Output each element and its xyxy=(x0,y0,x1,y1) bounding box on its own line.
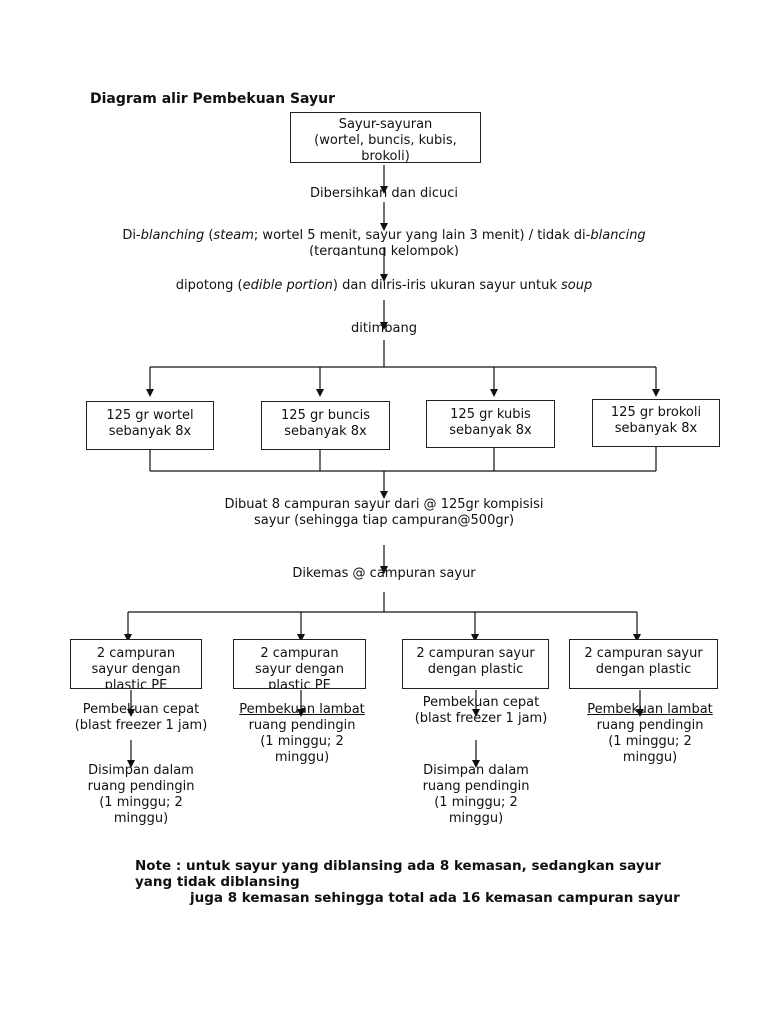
pack-box-pe-2: 2 campuran sayur dengan plastic PE xyxy=(233,639,366,689)
veg-box-wortel: 125 gr wortel sebanyak 8x xyxy=(86,401,214,450)
veg-box-line-1: 125 gr brokoli xyxy=(610,405,702,420)
veg-box-line-1: 125 gr wortel xyxy=(106,408,194,423)
diagram-title: Diagram alir Pembekuan Sayur xyxy=(90,91,336,107)
step-mix-line-2: sayur (sehingga tiap campuran@500gr) xyxy=(253,513,515,528)
pack-box-plastic-3: 2 campuran sayur dengan plastic xyxy=(402,639,549,689)
start-box-line-2: (wortel, buncis, kubis, xyxy=(314,133,457,148)
pack-box-line-2: sayur dengan xyxy=(254,662,345,677)
veg-box-kubis: 125 gr kubis sebanyak 8x xyxy=(426,400,555,448)
freeze-line-1: Pembekuan lambat xyxy=(239,702,365,717)
step-clean: Dibersihkan dan dicuci xyxy=(309,186,459,201)
step-blanch-line-2: (tergantung kelompok) xyxy=(309,244,459,256)
veg-box-line-2: sebanyak 8x xyxy=(108,424,192,439)
step-mix: Dibuat 8 campuran sayur dari @ 125gr kom… xyxy=(184,497,584,529)
freeze-fast-3: Pembekuan cepat (blast freezer 1 jam) xyxy=(396,695,566,727)
veg-box-line-1: 125 gr buncis xyxy=(281,408,370,423)
footnote-line-1: Note : untuk sayur yang diblansing ada 8… xyxy=(135,858,661,890)
pack-box-line-2: sayur dengan xyxy=(91,662,181,677)
pack-box-line-1: 2 campuran sayur xyxy=(584,646,703,661)
store-1: Disimpan dalam ruang pendingin (1 minggu… xyxy=(61,763,221,827)
pack-box-line-3: plastic PE xyxy=(104,678,168,689)
step-blanch-line-1: Di-blanching (steam; wortel 5 menit, say… xyxy=(84,228,684,244)
freeze-line-1: Pembekuan lambat xyxy=(587,702,713,717)
pack-box-line-3: plastic PE xyxy=(268,678,331,689)
cut-part-3: ) dan diiris-iris ukuran sayur untuk xyxy=(332,278,561,293)
pack-box-pe-1: 2 campuran sayur dengan plastic PE xyxy=(70,639,202,689)
freeze-line-3: (1 minggu; 2 xyxy=(260,734,344,749)
blanch-part-3: ( xyxy=(204,228,214,243)
store-3: Disimpan dalam ruang pendingin (1 minggu… xyxy=(396,763,556,827)
footnote-line-2: juga 8 kemasan sehingga total ada 16 kem… xyxy=(190,890,680,906)
freeze-fast-1: Pembekuan cepat (blast freezer 1 jam) xyxy=(56,702,226,734)
store-line-1: Disimpan dalam xyxy=(423,763,529,778)
freeze-slow-2: Pembekuan lambat ruang pendingin (1 ming… xyxy=(222,702,382,766)
store-line-3: (1 minggu; 2 xyxy=(434,795,518,810)
store-line-2: ruang pendingin xyxy=(87,779,195,794)
freeze-line-2: ruang pendingin xyxy=(596,718,704,733)
freeze-line-4: minggu) xyxy=(274,750,330,765)
blanch-part-2: blanching xyxy=(140,228,205,243)
cut-part-2: edible portion xyxy=(242,278,333,293)
freeze-line-2: (blast freezer 1 jam) xyxy=(74,718,208,733)
cut-part-4: soup xyxy=(561,278,593,293)
store-line-3: (1 minggu; 2 xyxy=(99,795,183,810)
veg-box-line-1: 125 gr kubis xyxy=(450,407,531,422)
freeze-line-3: (1 minggu; 2 xyxy=(608,734,692,749)
veg-box-line-2: sebanyak 8x xyxy=(449,423,532,438)
freeze-line-1: Pembekuan cepat xyxy=(82,702,200,717)
step-weigh: ditimbang xyxy=(351,321,417,336)
freeze-slow-4: Pembekuan lambat ruang pendingin (1 ming… xyxy=(570,702,730,766)
veg-box-brokoli: 125 gr brokoli sebanyak 8x xyxy=(592,399,720,447)
cut-part-1: dipotong ( xyxy=(175,278,243,293)
blanch-part-4: steam xyxy=(213,228,254,243)
pack-box-line-1: 2 campuran xyxy=(260,646,339,661)
store-line-4: minggu) xyxy=(113,811,169,826)
veg-box-line-2: sebanyak 8x xyxy=(284,424,367,439)
pack-box-plastic-4: 2 campuran sayur dengan plastic xyxy=(569,639,718,689)
freeze-line-4: minggu) xyxy=(622,750,678,765)
blanch-part-1: Di- xyxy=(122,228,141,243)
footnote: Note : untuk sayur yang diblansing ada 8… xyxy=(135,858,695,906)
store-line-2: ruang pendingin xyxy=(422,779,530,794)
start-box-line-3: brokoli) xyxy=(361,149,410,163)
step-blanch: Di-blanching (steam; wortel 5 menit, say… xyxy=(84,228,684,256)
pack-box-line-2: dengan plastic xyxy=(595,662,692,677)
blanch-part-5: ; wortel 5 menit, sayur yang lain 3 meni… xyxy=(253,228,591,243)
step-mix-line-1: Dibuat 8 campuran sayur dari @ 125gr kom… xyxy=(224,497,544,512)
start-box-line-1: Sayur-sayuran xyxy=(338,117,433,132)
step-cut: dipotong (edible portion) dan diiris-iri… xyxy=(134,278,634,294)
start-box: Sayur-sayuran (wortel, buncis, kubis, br… xyxy=(290,112,481,163)
pack-box-line-1: 2 campuran sayur xyxy=(416,646,535,661)
freeze-line-1: Pembekuan cepat xyxy=(422,695,540,710)
freeze-line-2: (blast freezer 1 jam) xyxy=(414,711,548,726)
veg-box-buncis: 125 gr buncis sebanyak 8x xyxy=(261,401,390,450)
blanch-part-6: blancing xyxy=(590,228,646,243)
store-line-1: Disimpan dalam xyxy=(88,763,194,778)
store-line-4: minggu) xyxy=(448,811,504,826)
pack-box-line-2: dengan plastic xyxy=(427,662,524,677)
step-pack: Dikemas @ campuran sayur xyxy=(292,566,476,581)
pack-box-line-1: 2 campuran xyxy=(96,646,176,661)
veg-box-line-2: sebanyak 8x xyxy=(614,421,698,436)
freeze-line-2: ruang pendingin xyxy=(248,718,356,733)
